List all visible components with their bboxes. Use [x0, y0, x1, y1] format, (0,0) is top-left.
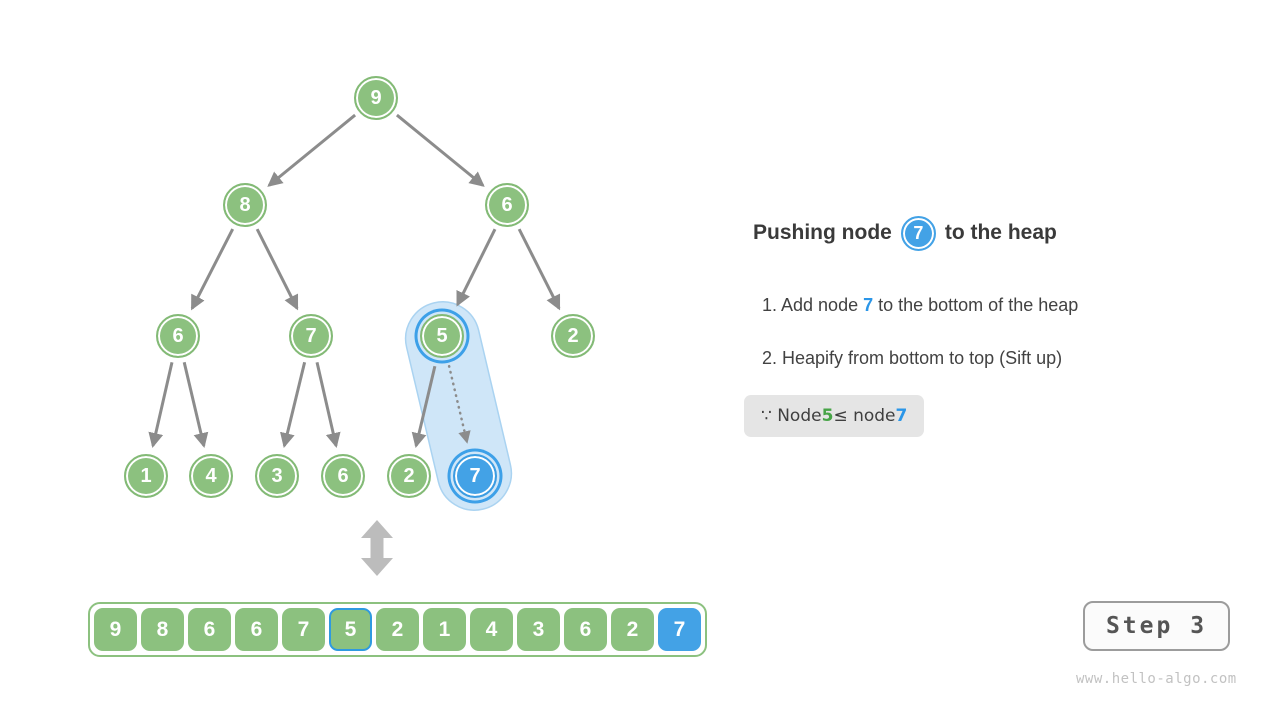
array-cell: 4 [470, 608, 513, 651]
tree-node: 1 [124, 454, 168, 498]
tree-edge [280, 361, 307, 449]
text-fragment: 7 [895, 406, 908, 426]
tree-array-swap-icon [361, 520, 393, 576]
tree-node: 6 [321, 454, 365, 498]
tree-edge [255, 228, 299, 311]
tree-node: 6 [485, 183, 529, 227]
tree-node: 7 [289, 314, 333, 358]
tree-edge [182, 361, 209, 449]
tree-node: 8 [223, 183, 267, 227]
text-fragment: to the bottom of the heap [873, 295, 1079, 315]
array-cell: 2 [611, 608, 654, 651]
array-cell: 7 [658, 608, 701, 651]
instruction-step-1: 1. Add node 7 to the bottom of the heap [762, 293, 1078, 318]
text-fragment: 5 [821, 406, 834, 426]
instruction-step-2: 2. Heapify from bottom to top (Sift up) [762, 346, 1062, 371]
tree-node: 4 [189, 454, 233, 498]
array-cell: 2 [376, 608, 419, 651]
array-cell: 7 [282, 608, 325, 651]
array-cell: 1 [423, 608, 466, 651]
tree-edge [456, 228, 497, 307]
array-cell: 6 [564, 608, 607, 651]
tree-edge [411, 365, 437, 449]
array-cell: 9 [94, 608, 137, 651]
text-fragment: ∵ Node [761, 406, 822, 426]
tree-edge [148, 361, 174, 448]
text-fragment: 7 [863, 295, 874, 315]
step-counter: Step 3 [1083, 601, 1230, 651]
watermark: www.hello-algo.com [1076, 671, 1237, 687]
tree-edge [190, 228, 235, 311]
node-7-badge: 7 [900, 215, 936, 251]
title-prefix: Pushing node [753, 221, 892, 244]
comparison-note: ∵ Node 5 ≤ node 7 [744, 395, 925, 437]
array-cell: 6 [235, 608, 278, 651]
tree-node: 2 [551, 314, 595, 358]
tree-edge [517, 228, 561, 311]
tree-edge [395, 113, 485, 187]
array-cell: 3 [517, 608, 560, 651]
tree-node: 7 [453, 454, 497, 498]
array-cell: 8 [141, 608, 184, 651]
tree-node: 3 [255, 454, 299, 498]
tree-node: 9 [354, 76, 398, 120]
array-cell: 5 [329, 608, 372, 651]
tree-edge [267, 113, 357, 187]
tree-node: 5 [420, 314, 464, 358]
text-fragment: 1. Add node [762, 295, 864, 315]
tree-node: 2 [387, 454, 431, 498]
tree-node: 6 [156, 314, 200, 358]
panel-title: Pushing node 7 to the heap [753, 214, 1057, 252]
text-fragment: ≤ node [833, 406, 896, 426]
title-suffix: to the heap [944, 221, 1057, 244]
text-fragment: 2. Heapify from bottom to top (Sift up) [762, 348, 1063, 368]
tree-edge [315, 361, 341, 448]
sift-up-dotted-arrow [447, 364, 471, 444]
array-cell: 6 [188, 608, 231, 651]
